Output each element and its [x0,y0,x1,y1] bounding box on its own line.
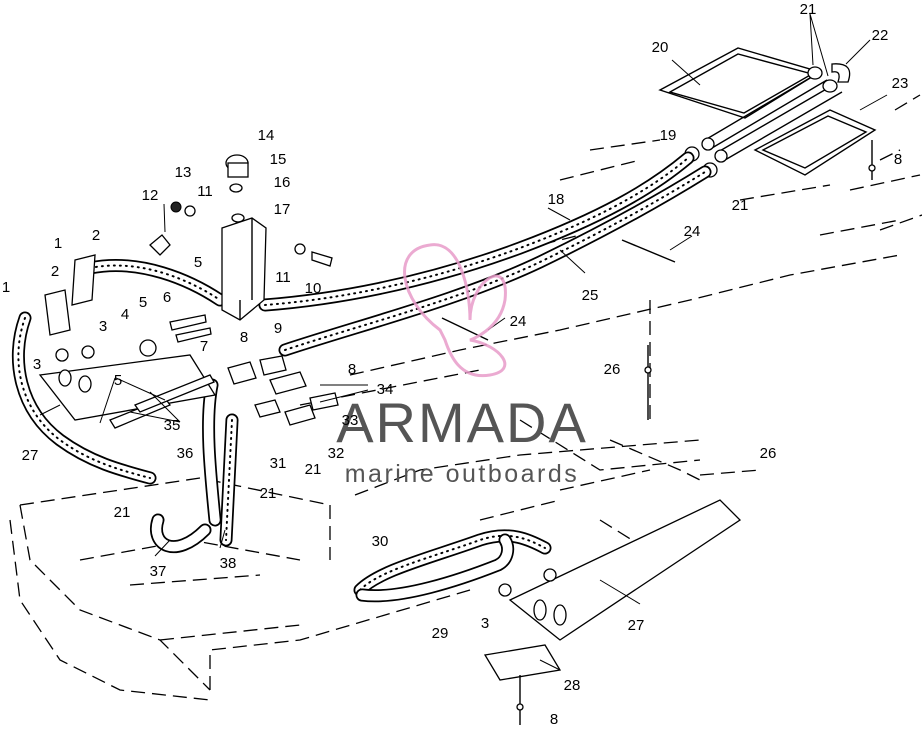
callout-3: 3 [481,615,489,632]
callout-6: 6 [163,289,171,306]
callout-23: 23 [892,75,909,92]
callout-15: 15 [270,151,287,168]
callout-10: 10 [305,280,322,297]
callout-35: 35 [164,417,181,434]
callout-24: 24 [510,313,527,330]
leader-lines [39,13,888,671]
armada-logo [403,243,507,378]
callout-11: 11 [197,183,213,200]
callout-5: 5 [114,372,122,389]
bolts [516,140,876,725]
callout-32: 32 [328,445,345,462]
callout-8: 8 [894,151,902,168]
callout-29: 29 [432,625,449,642]
callout-21: 21 [800,1,817,18]
callout-8: 8 [240,329,248,346]
watermark-brand: ARMADA [336,391,588,454]
callout-36: 36 [177,445,194,462]
hose-2-upper [83,259,227,307]
callout-21: 21 [305,461,322,478]
callout-13: 13 [175,164,192,181]
hose-18 [258,151,695,312]
callout-14: 14 [258,127,275,144]
callout-33: 33 [342,412,359,429]
reservoir-17 [149,154,333,321]
callout-12: 12 [142,187,159,204]
callout-20: 20 [652,39,669,56]
hose-37 [150,513,212,554]
callout-27: 27 [628,617,645,634]
callout-5: 5 [194,254,202,271]
callout-1: 1 [54,235,62,252]
callout-17: 17 [274,201,291,218]
callout-27: 27 [22,447,39,464]
callout-2: 2 [51,263,59,280]
callout-37: 37 [150,563,167,580]
callout-11: 11 [275,269,291,286]
hose-25 [278,165,712,357]
callout-21: 21 [732,197,749,214]
callout-22: 22 [872,27,889,44]
callout-9: 9 [274,320,282,337]
callout-30: 30 [372,533,389,550]
crossover-tubes [684,63,851,178]
callout-8: 8 [348,361,356,378]
callout-7: 7 [200,338,208,355]
callout-31: 31 [270,455,287,472]
callout-24: 24 [684,223,701,240]
callout-8: 8 [550,711,558,728]
callout-1: 1 [2,279,10,296]
callout-3: 3 [99,318,107,335]
callout-18: 18 [548,191,565,208]
bracket-27-right [483,499,742,681]
callout-25: 25 [582,287,599,304]
callout-34: 34 [377,381,394,398]
fittings-left [38,254,339,429]
watermark-tagline: marine outboards [345,460,580,488]
hull-outline [9,94,922,701]
callout-16: 16 [274,174,291,191]
callout-21: 21 [260,485,277,502]
hose-1-long [11,311,157,485]
callout-38: 38 [220,555,237,572]
callout-5: 5 [139,294,147,311]
callout-3: 3 [33,356,41,373]
callout-26: 26 [760,445,777,462]
heat-exchanger-20 [658,47,822,119]
hose-38 [202,378,239,547]
callout-19: 19 [660,127,677,144]
callout-28: 28 [564,677,581,694]
hose-30-29 [353,529,552,603]
callout-4: 4 [121,306,129,323]
callout-26: 26 [604,361,621,378]
callout-21: 21 [114,504,131,521]
callout-2: 2 [92,227,100,244]
heat-exchanger-23 [753,109,877,176]
